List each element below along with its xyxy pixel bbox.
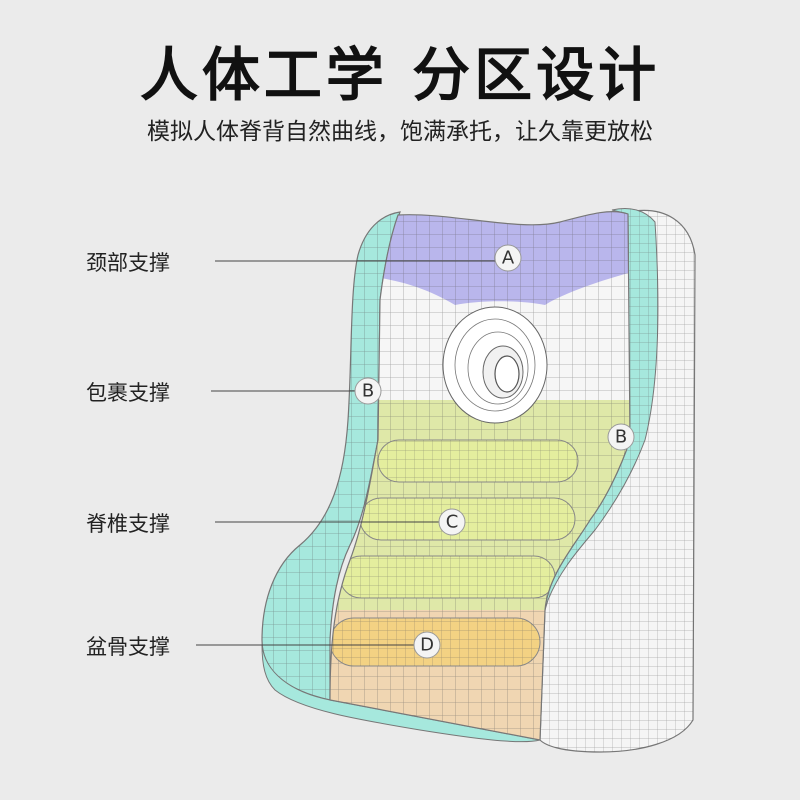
- marker-a: A: [494, 244, 522, 272]
- cushion-base: [261, 644, 541, 743]
- zone-label-wrap: 包裹支撑: [86, 381, 170, 405]
- marker-b-left: B: [354, 377, 382, 405]
- marker-d: D: [413, 631, 441, 659]
- zone-label-neck: 颈部支撑: [86, 251, 170, 275]
- marker-b-right: B: [607, 423, 635, 451]
- zone-label-spine: 脊椎支撑: [86, 512, 170, 536]
- page-title: 人体工学 分区设计: [139, 41, 661, 109]
- marker-c: C: [438, 508, 466, 536]
- page-subtitle: 模拟人体脊背自然曲线，饱满承托，让久靠更放松: [147, 119, 653, 145]
- marker-b-right-letter: B: [615, 427, 627, 448]
- head-hole: [442, 306, 548, 424]
- marker-d-letter: D: [420, 635, 434, 656]
- marker-c-letter: C: [446, 512, 459, 533]
- marker-b-left-letter: B: [362, 381, 374, 402]
- marker-a-letter: A: [502, 248, 515, 269]
- zone-label-pelvis: 盆骨支撑: [86, 635, 170, 659]
